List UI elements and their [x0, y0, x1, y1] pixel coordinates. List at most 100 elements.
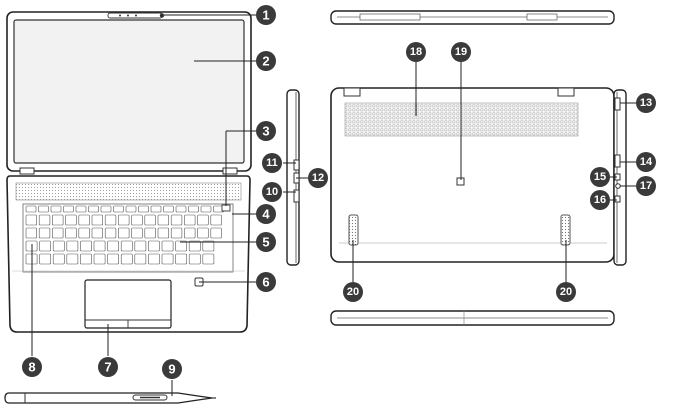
callout-1-label: 1 — [262, 8, 269, 23]
hinge-left — [19, 167, 35, 175]
keyboard-key — [157, 227, 169, 239]
keyboard-key — [52, 240, 65, 252]
right-port-usb-a — [614, 154, 621, 168]
callout-20-right-label: 20 — [560, 286, 572, 298]
callout-8: 8 — [22, 357, 42, 377]
keyboard-key — [150, 205, 162, 213]
right-port-audio — [615, 183, 621, 189]
callout-19: 19 — [451, 42, 471, 62]
keyboard-key — [161, 253, 174, 265]
keyboard-key — [39, 240, 51, 252]
keyboard-key — [38, 227, 51, 239]
callout-12: 12 — [308, 168, 328, 188]
keyboard-key — [188, 240, 201, 252]
callout-10: 10 — [262, 182, 282, 202]
speaker-grille — [15, 182, 242, 201]
laptop-front-edge-view — [330, 310, 615, 326]
callout-14: 14 — [636, 152, 656, 172]
callout-2-label: 2 — [262, 54, 269, 69]
keyboard-key — [118, 227, 130, 239]
keyboard-key — [39, 253, 51, 265]
keyboard-key — [202, 240, 215, 252]
callout-17: 17 — [636, 176, 656, 196]
right-port-led — [614, 195, 621, 203]
callout-18-label: 18 — [410, 46, 422, 58]
callout-4: 4 — [256, 204, 276, 224]
laptop-bottom-view — [330, 87, 615, 263]
keyboard-key — [170, 214, 183, 226]
callout-16-label: 16 — [594, 194, 606, 206]
side-port-usb-c — [293, 159, 300, 171]
callout-7: 7 — [98, 357, 118, 377]
right-port-lock — [614, 97, 621, 111]
callout-19-label: 19 — [455, 46, 467, 58]
callout-20-left: 20 — [343, 282, 363, 302]
keyboard-key — [120, 253, 133, 265]
keyboard-key — [52, 227, 64, 239]
laptop-front-view — [6, 11, 252, 333]
keyboard-key — [131, 214, 143, 226]
callout-7-label: 7 — [104, 360, 111, 375]
webcam-lens — [159, 13, 165, 18]
callout-9: 9 — [162, 359, 182, 379]
keyboard-key — [100, 205, 112, 213]
keyboard-key — [157, 214, 169, 226]
keyboard-key — [91, 214, 103, 226]
keyboard-key — [184, 227, 196, 239]
keyboard-key — [80, 240, 92, 252]
stylus-pen — [4, 392, 216, 404]
callout-3-label: 3 — [262, 124, 269, 139]
callout-11: 11 — [262, 153, 282, 173]
callout-4-label: 4 — [262, 207, 270, 222]
callout-11-label: 11 — [266, 157, 278, 169]
keyboard-key — [144, 214, 156, 226]
keyboard-key — [138, 205, 149, 213]
keyboard-key — [88, 205, 99, 213]
keyboard-key — [170, 227, 183, 239]
keyboard-key — [134, 240, 147, 252]
keyboard-key — [202, 253, 215, 265]
callout-17-label: 17 — [640, 180, 652, 192]
keyboard-key — [113, 205, 124, 213]
keyboard-key — [50, 205, 62, 213]
keyboard-key — [52, 253, 65, 265]
callout-15-label: 15 — [594, 171, 606, 183]
callout-13-label: 13 — [640, 97, 652, 109]
keyboard-key — [104, 214, 117, 226]
keyboard-key — [210, 227, 222, 239]
keyboard-key — [188, 205, 199, 213]
keyboard-key — [65, 227, 77, 239]
keyboard-key — [91, 227, 103, 239]
keyboard-key — [197, 214, 209, 226]
keyboard-key — [200, 205, 212, 213]
keyboard-key — [118, 214, 130, 226]
callout-6-label: 6 — [262, 275, 269, 290]
keyboard-key — [197, 227, 209, 239]
keyboard-key — [161, 240, 174, 252]
keyboard-key — [38, 214, 51, 226]
keyboard-key — [107, 253, 119, 265]
keyboard-key — [75, 205, 87, 213]
keyboard-key — [175, 240, 188, 252]
callout-13: 13 — [636, 93, 656, 113]
leader-lines — [31, 14, 636, 396]
keyboard-key — [78, 227, 90, 239]
callout-20-left-label: 20 — [347, 286, 359, 298]
side-port-hdmi — [293, 189, 300, 203]
keyboard-key — [63, 205, 74, 213]
keyboard-key — [52, 214, 64, 226]
callout-1: 1 — [256, 5, 276, 25]
keyboard-key — [188, 253, 201, 265]
keyboard-key — [38, 205, 49, 213]
callout-20-right: 20 — [556, 282, 576, 302]
display-screen — [13, 19, 245, 164]
keyboard-key — [175, 253, 188, 265]
laptop-back-edge-view — [330, 10, 615, 25]
keyboard-key — [148, 253, 160, 265]
keyboard-key — [65, 214, 77, 226]
keyboard-key — [210, 214, 222, 226]
keyboard-key — [66, 253, 79, 265]
keyboard-key — [25, 214, 37, 226]
keyboard-key — [163, 205, 174, 213]
